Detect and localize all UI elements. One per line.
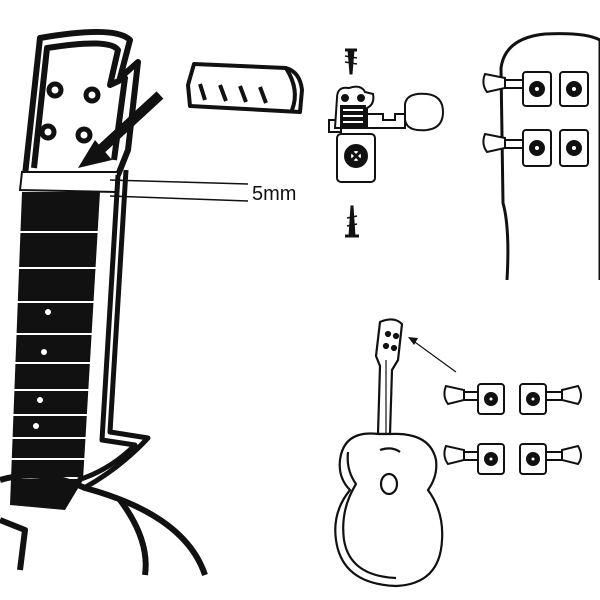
nut-installation-illustration: 5mm [0, 29, 304, 576]
tuning-peg-icon [328, 85, 445, 183]
measurement-label: 5mm [252, 183, 296, 205]
fret-marker [45, 309, 51, 315]
tuning-peg-icon [443, 443, 505, 475]
tuning-peg-icon [559, 129, 589, 167]
nut-slot [18, 171, 120, 194]
tuner-parts-illustration [328, 32, 600, 280]
tuner-hole [39, 123, 57, 141]
tuner-holes [39, 81, 101, 144]
fretboard-icon [10, 192, 100, 510]
tuning-peg-icon [482, 71, 552, 107]
installed-tuners [482, 71, 589, 167]
tuner-parts-panel [315, 28, 600, 280]
tuning-peg-icon [482, 129, 552, 167]
arrow-icon [408, 337, 457, 373]
body-lower [0, 472, 208, 576]
tuning-peg-icon [443, 383, 505, 415]
ukulele-body-icon [334, 318, 444, 588]
fret-marker [37, 397, 43, 403]
tuner-hole [75, 126, 93, 144]
tuner-hole [46, 81, 64, 99]
screw-icon [345, 205, 359, 238]
fret-marker [41, 349, 47, 355]
tuning-peg-icon [519, 443, 582, 475]
neck-outline [77, 169, 151, 491]
nut-installation-panel: 5mm [0, 29, 304, 576]
measurement-lines [109, 179, 249, 202]
tuner-placement-panel [300, 300, 600, 600]
screw-icon [344, 48, 358, 75]
tuning-peg-icon [559, 71, 589, 107]
nut-piece-icon [186, 62, 304, 114]
tuner-set [443, 383, 582, 475]
arrow-icon [78, 91, 164, 168]
fret-marker [33, 423, 39, 429]
tuning-peg-icon [519, 383, 582, 415]
tuner-hole [83, 86, 101, 104]
headstock-icon [22, 29, 141, 177]
headstock-icon [499, 32, 600, 280]
tuner-placement-illustration [334, 318, 582, 588]
